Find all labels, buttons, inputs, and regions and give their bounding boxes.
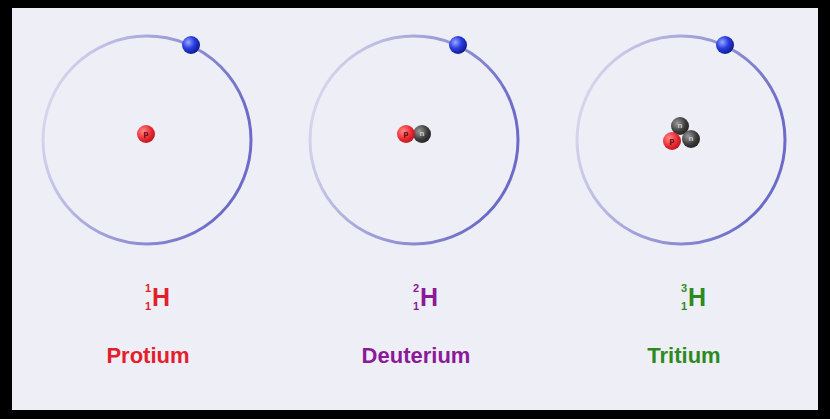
mass-number: 3 xyxy=(681,283,687,294)
electron-orbit xyxy=(43,36,251,244)
electron xyxy=(182,36,200,54)
particle-letter: n xyxy=(689,135,694,143)
isotope-name: Deuterium xyxy=(362,345,471,367)
electron xyxy=(716,36,734,54)
electron-orbit xyxy=(577,36,785,244)
element-symbol: H xyxy=(688,285,706,310)
proton: p xyxy=(397,125,415,143)
proton: p xyxy=(137,125,155,143)
tritium-atom xyxy=(577,36,785,244)
neutron: n xyxy=(682,130,700,148)
mass-number: 2 xyxy=(413,283,419,294)
particle-letter: n xyxy=(678,122,683,130)
electron xyxy=(449,36,467,54)
background-panel xyxy=(12,8,818,410)
isotope-name: Protium xyxy=(106,345,189,367)
particle-letter: n xyxy=(420,130,425,138)
electron-orbit xyxy=(310,36,518,244)
atomic-number: 1 xyxy=(413,301,419,312)
protium-atom xyxy=(43,36,251,244)
particle-letter: p xyxy=(670,137,675,145)
atomic-number: 1 xyxy=(681,301,687,312)
mass-number: 1 xyxy=(145,283,151,294)
deuterium-atom xyxy=(310,36,518,244)
element-symbol: H xyxy=(152,285,170,310)
particle-letter: p xyxy=(404,130,409,138)
neutron: n xyxy=(413,125,431,143)
element-symbol: H xyxy=(420,285,438,310)
isotope-name: Tritium xyxy=(647,345,720,367)
particle-letter: p xyxy=(144,130,149,138)
proton: p xyxy=(663,132,681,150)
atomic-number: 1 xyxy=(145,301,151,312)
